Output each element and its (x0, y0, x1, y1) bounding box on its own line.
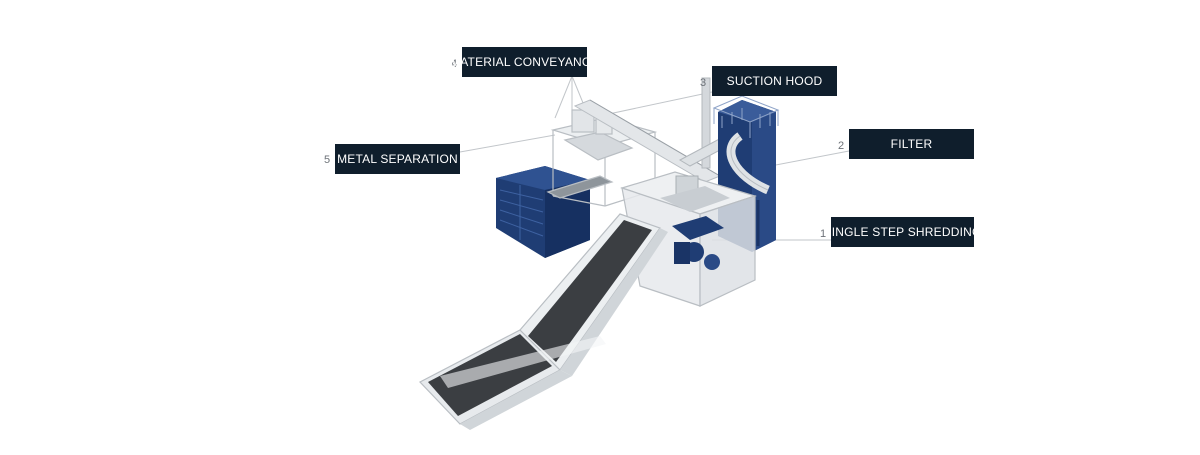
label-number-5: 5 (324, 154, 331, 166)
feed-belt-conveyor (419, 213, 668, 430)
label-number-4: 4 (451, 58, 458, 70)
label-suction-hood[interactable]: SUCTION HOOD (712, 66, 837, 96)
label-number-1: 1 (820, 228, 827, 240)
label-filter[interactable]: FILTER (849, 129, 974, 159)
metal-separation-container (496, 166, 590, 258)
label-single-step-shredding[interactable]: SINGLE STEP SHREDDING (824, 217, 981, 247)
label-metal-separation[interactable]: METAL SEPARATION (335, 144, 460, 174)
label-number-2: 2 (838, 140, 845, 152)
label-number-3: 3 (700, 77, 707, 89)
label-material-conveyance[interactable]: MATERIAL CONVEYANCE (450, 47, 599, 77)
